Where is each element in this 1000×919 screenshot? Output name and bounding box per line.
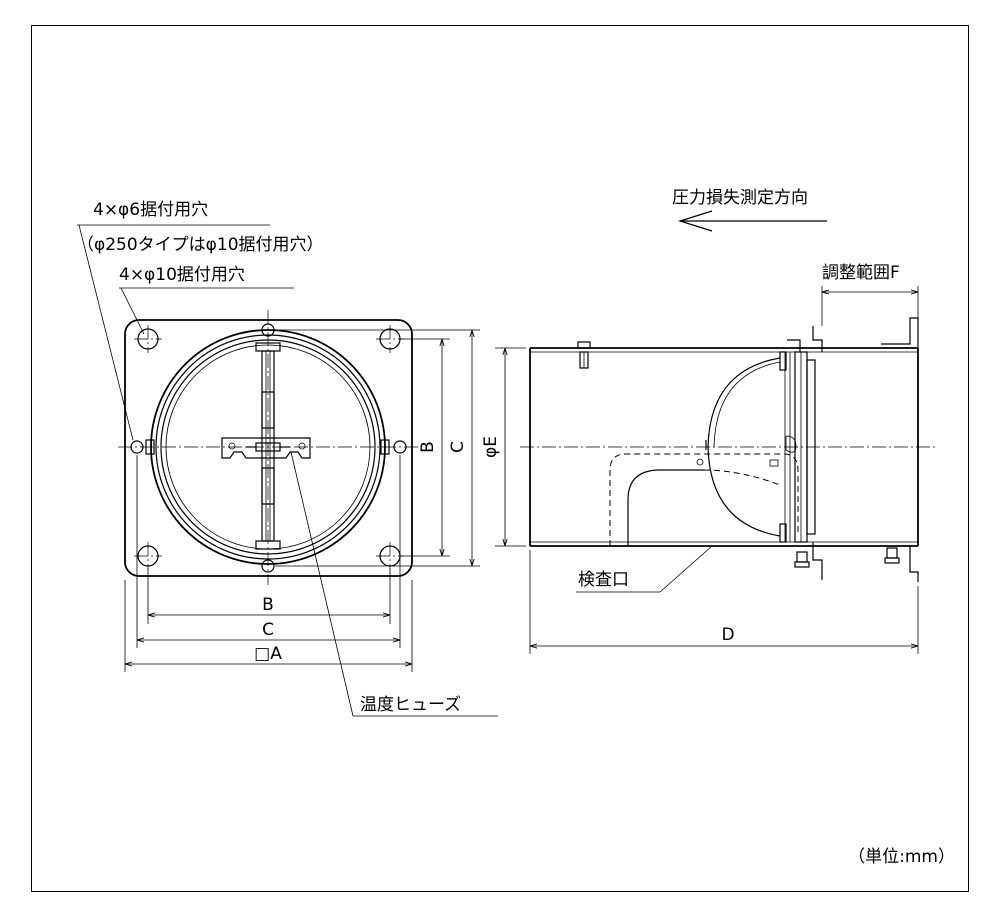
mid-hole-right — [393, 440, 407, 454]
shaft-cap-top — [255, 342, 281, 352]
inspection-label: 検査口 — [576, 545, 713, 593]
dim-label-b-vert: B — [418, 441, 438, 453]
duct-ring-3 — [160, 339, 376, 555]
flow-arrowhead — [677, 210, 713, 232]
ring-tab-left — [145, 439, 155, 455]
leader-hole-large — [120, 287, 145, 335]
shaft-segment — [261, 391, 275, 429]
shaft-segment — [261, 467, 275, 505]
dim-label-c: C — [262, 620, 274, 640]
front-view — [118, 310, 420, 585]
fuse-bracket — [221, 437, 311, 459]
label-thermal-fuse: 温度ヒューズ — [360, 695, 461, 715]
corner-hole — [134, 542, 162, 570]
label-hole-large: 4×φ10据付用穴 — [119, 265, 245, 285]
front-dimensions: B C □A B C — [124, 329, 480, 672]
dim-label-d: D — [721, 625, 734, 645]
label-adjust-range: 調整範囲F — [822, 263, 900, 283]
leader-hole-small — [78, 224, 134, 441]
ring-tab-right — [380, 439, 390, 455]
dim-label-b: B — [262, 595, 274, 615]
front-labels: 4×φ6据付用穴 （φ250タイプはφ10据付用穴） 4×φ10据付用穴 温度ヒ… — [77, 200, 498, 717]
mid-hole-left — [130, 440, 144, 454]
dim-label-a: □A — [254, 644, 282, 664]
drawing-frame — [31, 25, 969, 892]
dim-label-c-vert: C — [448, 441, 468, 453]
corner-hole — [376, 325, 404, 353]
side-dimensions: φE D 調整範囲F — [481, 263, 919, 654]
inspection-port-cover — [627, 469, 704, 546]
mid-hole-bottom — [261, 559, 275, 573]
damper-blade — [707, 357, 781, 537]
corner-hole — [134, 325, 162, 353]
shaft-cap-bottom — [255, 540, 281, 550]
screw-top — [577, 341, 591, 369]
duct-ring-outer — [150, 329, 386, 565]
label-inspection-port: 検査口 — [578, 570, 629, 590]
side-view — [520, 317, 935, 582]
damper-assembly — [696, 351, 816, 543]
inspection-port-outline — [609, 453, 799, 546]
duct-ring-2 — [155, 334, 381, 560]
label-hole-small: 4×φ6据付用穴 — [93, 200, 208, 220]
leader-thermal-fuse — [290, 451, 354, 717]
label-hole-note: （φ250タイプはφ10据付用穴） — [77, 235, 324, 255]
adjust-flange — [787, 317, 919, 582]
flow-direction: 圧力損失測定方向 — [672, 188, 827, 232]
label-unit: （単位:mm） — [848, 847, 955, 867]
leader-inspection-port — [659, 545, 713, 593]
dim-label-e: φE — [481, 436, 501, 458]
label-flow-direction: 圧力損失測定方向 — [672, 188, 808, 208]
flange-plate — [124, 319, 413, 577]
